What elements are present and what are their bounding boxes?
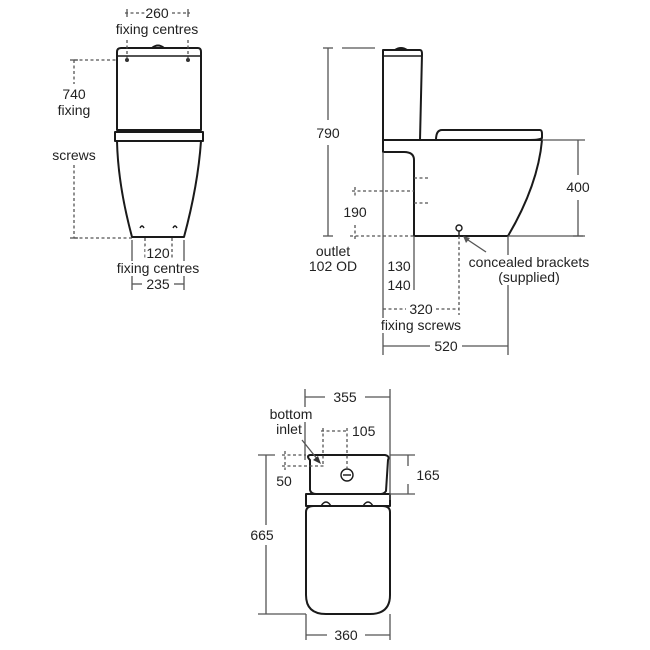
label-fixing-screws: fixing screws: [379, 317, 463, 333]
dim-105: 105: [351, 423, 377, 439]
dim-520: 520: [433, 338, 459, 354]
plan-view-outline: [305, 454, 391, 615]
dim-665: 665: [249, 527, 275, 543]
side-view-dimensions: [323, 47, 585, 355]
dim-355: 355: [332, 389, 358, 405]
label-concealed-brackets: concealed brackets: [467, 254, 591, 270]
dim-190: 190: [342, 204, 368, 220]
dim-400: 400: [565, 179, 591, 195]
dim-320: 320: [408, 301, 434, 317]
dim-130: 130: [386, 258, 412, 274]
dim-165: 165: [415, 467, 441, 483]
front-view-dimensions: [70, 9, 190, 290]
label-fixing-centres-top: fixing centres: [114, 21, 200, 37]
dim-140: 140: [386, 277, 412, 293]
dim-50: 50: [275, 473, 293, 489]
front-view-outline: [114, 40, 204, 238]
plan-view-dimensions: [258, 389, 415, 640]
dim-790: 790: [315, 125, 341, 141]
label-102-od: 102 OD: [307, 258, 359, 274]
label-supplied: (supplied): [497, 269, 561, 285]
dim-260: 260: [144, 5, 170, 21]
label-bottom: bottom: [268, 406, 314, 422]
dim-360: 360: [333, 627, 359, 643]
dim-740: 740: [61, 86, 87, 102]
label-screws: screws: [51, 147, 97, 163]
label-fixing-centres-bottom: fixing centres: [115, 260, 201, 276]
side-view-outline: [382, 47, 543, 237]
dim-235: 235: [145, 276, 171, 292]
label-fixing: fixing: [56, 102, 92, 118]
dim-120: 120: [145, 245, 171, 261]
label-outlet: outlet: [314, 243, 352, 259]
label-inlet: inlet: [275, 421, 303, 437]
